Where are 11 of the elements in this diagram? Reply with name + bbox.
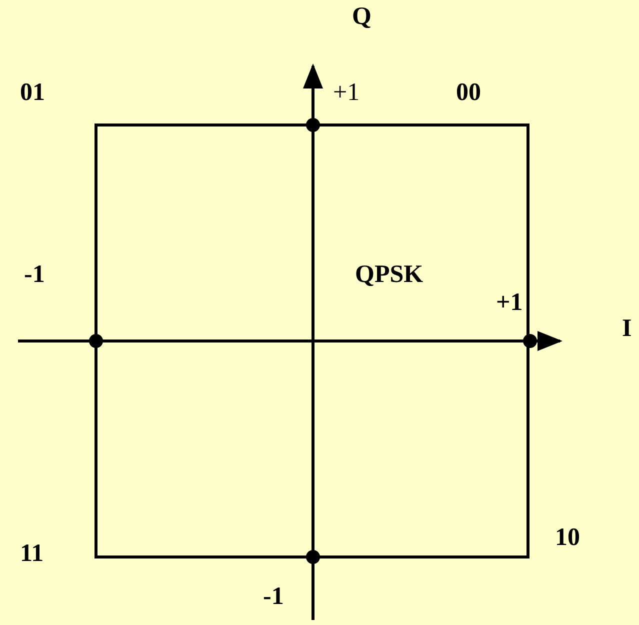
- tick-label: -1: [24, 262, 45, 287]
- tick-label: +1: [496, 290, 523, 315]
- symbol-label: 11: [20, 541, 44, 566]
- modulation-label: QPSK: [355, 262, 424, 287]
- symbol-label: 00: [456, 80, 481, 105]
- axis-label: Q: [352, 4, 372, 29]
- symbol-label: 01: [20, 80, 45, 105]
- tick-label: +1: [333, 80, 360, 105]
- tick-label: -1: [263, 584, 284, 609]
- axis-label: I: [622, 316, 632, 341]
- symbol-label: 10: [555, 525, 580, 550]
